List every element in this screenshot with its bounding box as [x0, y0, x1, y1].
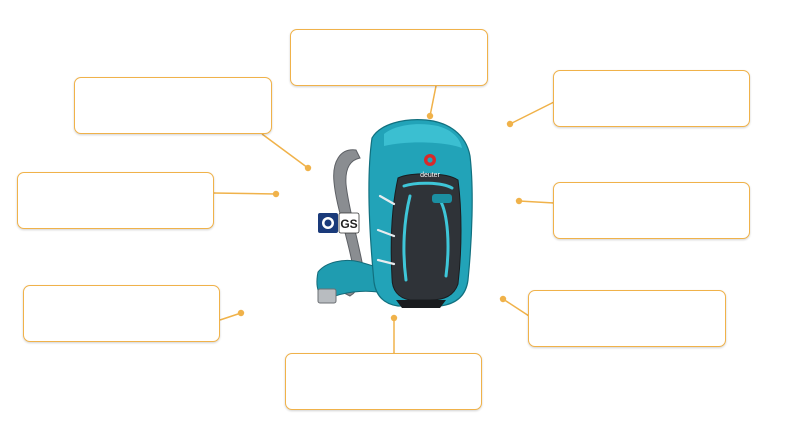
- label-box-mid-right[interactable]: [553, 182, 750, 239]
- label-box-mid-left[interactable]: [17, 172, 214, 229]
- backpack-base: [396, 300, 446, 308]
- label-text: [24, 286, 219, 298]
- label-text: [554, 71, 749, 83]
- front-panel: [390, 173, 462, 301]
- brand-logo-text: deuter: [420, 172, 441, 179]
- callout-dot-icon: [304, 164, 312, 172]
- label-box-upper-right[interactable]: [553, 70, 750, 127]
- callout-dot-icon: [390, 314, 398, 322]
- label-box-bottom[interactable]: [285, 353, 482, 410]
- callout-dot-icon: [499, 295, 507, 303]
- label-box-upper-left[interactable]: [74, 77, 272, 134]
- callout-line-upper-right: [509, 101, 555, 125]
- callout-dot-icon: [426, 112, 434, 120]
- gs-mark-text: GS: [340, 217, 357, 231]
- label-box-lower-left[interactable]: [23, 285, 220, 342]
- label-box-top[interactable]: [290, 29, 488, 86]
- callout-line-mid-left: [212, 192, 277, 195]
- backpack-top: [384, 124, 462, 148]
- callout-line-lower-left: [219, 312, 242, 321]
- gs-mark-icon: GS: [338, 212, 360, 234]
- compression-strap: [376, 194, 396, 266]
- label-text: [18, 173, 213, 185]
- hip-buckle: [317, 288, 337, 304]
- certification-badge-icon: [318, 213, 338, 233]
- callout-line-upper-left: [261, 133, 309, 169]
- label-text: [554, 183, 749, 195]
- brand-logo-icon: deuter: [420, 154, 441, 179]
- callout-dot-icon: [506, 120, 514, 128]
- callout-dot-icon: [237, 309, 245, 317]
- front-panel-trim: [402, 181, 454, 282]
- label-box-lower-right[interactable]: [528, 290, 726, 347]
- callout-line-top: [429, 85, 437, 117]
- label-text: [286, 354, 481, 366]
- helmet-holder: [432, 194, 452, 203]
- callout-line-lower-right: [502, 298, 530, 317]
- callout-dot-icon: [272, 190, 280, 198]
- callout-dot-icon: [515, 197, 523, 205]
- callout-line-mid-right: [518, 200, 555, 204]
- label-text: [75, 78, 271, 90]
- label-text: [529, 291, 725, 303]
- label-text: [291, 30, 487, 42]
